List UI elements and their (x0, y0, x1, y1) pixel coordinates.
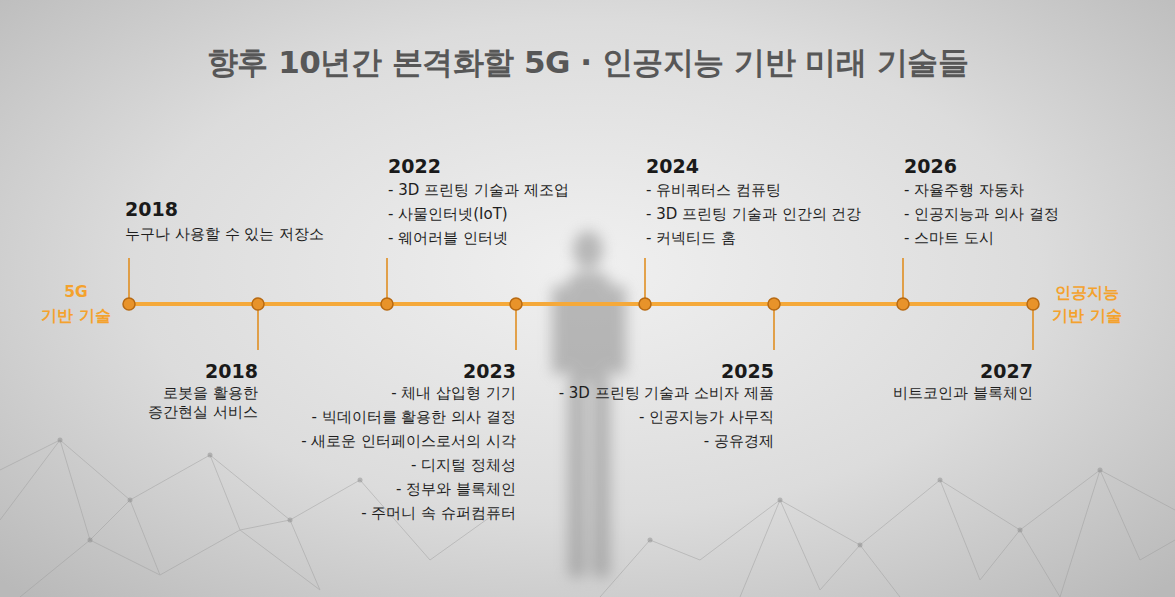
tech-item: - 3D 프린팅 기술과 소비자 제품 (559, 384, 774, 403)
diagram-title: 향후 10년간 본격화할 5G · 인공지능 기반 미래 기술들 (0, 42, 1175, 84)
tick-lines (129, 258, 1033, 350)
human-figure (552, 231, 626, 578)
year-label: 2018 (205, 360, 258, 382)
year-label: 2018 (125, 198, 178, 220)
axis-end-label: 인공지능 (1055, 283, 1119, 304)
network-pattern (0, 440, 1175, 597)
tech-item: - 인공지능가 사무직 (639, 408, 774, 427)
year-label: 2023 (463, 360, 516, 382)
axis-end-label: 기반 기술 (41, 306, 110, 327)
tech-item: - 웨어러블 인터넷 (388, 229, 508, 248)
tech-item: - 체내 삽입형 기기 (391, 384, 516, 403)
year-label: 2026 (904, 155, 957, 177)
tech-item: - 인공지능과 의사 결정 (904, 205, 1059, 224)
year-label: 2024 (646, 155, 699, 177)
tech-item: 누구나 사용할 수 있는 저장소 (125, 225, 324, 244)
tech-item: - 디지털 정체성 (411, 456, 516, 475)
year-label: 2025 (721, 360, 774, 382)
tech-item: - 빅데이터를 활용한 의사 결정 (312, 408, 517, 427)
tech-item: - 커넥티드 홈 (646, 229, 736, 248)
axis-end-label: 5G (64, 283, 88, 301)
tech-item: - 유비쿼터스 컴퓨팅 (646, 181, 781, 200)
axis-end-label: 기반 기술 (1052, 306, 1121, 327)
timeline-dots (123, 298, 1039, 310)
tech-item: - 3D 프린팅 기술과 제조업 (388, 181, 569, 200)
year-label: 2027 (980, 360, 1033, 382)
tech-item: - 사물인터넷(IoT) (388, 205, 508, 224)
tech-item: - 스마트 도시 (904, 229, 994, 248)
tech-item: - 정부와 블록체인 (396, 480, 516, 499)
tech-item: - 공유경제 (704, 432, 774, 451)
tech-item: - 3D 프린팅 기술과 인간의 건강 (646, 205, 861, 224)
tech-item: - 주머니 속 슈퍼컴퓨터 (361, 504, 516, 523)
tech-item: 비트코인과 블록체인 (893, 384, 1033, 403)
tech-item: - 새로운 인터페이스로서의 시각 (301, 432, 516, 451)
tech-item: - 자율주행 자동차 (904, 181, 1024, 200)
year-label: 2022 (388, 155, 441, 177)
tech-item: 로봇을 활용한 증간현실 서비스 (133, 384, 258, 422)
